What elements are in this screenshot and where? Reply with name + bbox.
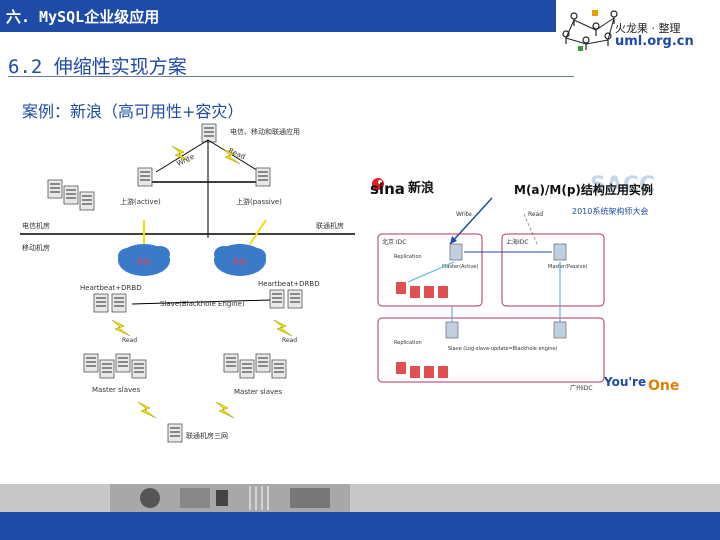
upper-active-label: 上游(active) [120, 197, 161, 206]
slide-chapter-title: 六. MySQL企业级应用 [6, 8, 160, 26]
top-app-label: 电信、移动和联通应用 [230, 127, 300, 136]
brand-label: MySQL [669, 5, 712, 21]
sacc-watermark: SACC [590, 173, 655, 198]
credit-label: 火龙果 · 整理 [615, 22, 681, 35]
lightning-icon [111, 319, 131, 337]
master-slaves-right-label: Master slaves [234, 388, 282, 396]
shanghai-idc-box [501, 233, 605, 307]
footer-bar [0, 512, 720, 540]
master-passive-icon [553, 243, 567, 261]
site-url: uml.org.cn [615, 34, 694, 49]
sina-cn-text: 新浪 [408, 180, 434, 196]
right-architecture-diagram: sina 新浪 SACC M(a)/M(p)结构应用实例 2010系统架构师大会… [368, 158, 690, 398]
sina-logo-icon [372, 178, 384, 190]
link-line [407, 261, 455, 283]
write-label: Write [456, 211, 472, 218]
logo-panel [556, 0, 720, 60]
decorative-pattern-icon [110, 484, 350, 512]
unicom-label: 联通机房 [316, 221, 344, 230]
dc-left-label: 北京 IDC [382, 238, 407, 246]
cloud-icon [214, 244, 266, 276]
server-icon [553, 321, 567, 339]
replication-top-label: Replication [394, 254, 422, 260]
read-left-label: Read [122, 337, 137, 344]
master-slaves-left-label: Master slaves [92, 386, 140, 394]
heartbeat-right-label: Heartbeat+DRBD [258, 280, 320, 288]
headline-text: M(a)/M(p)结构应用实例 [514, 182, 653, 197]
write-arrow [449, 197, 493, 245]
server-cluster-icon [269, 289, 303, 309]
upper-passive-label: 上游(passive) [236, 197, 282, 206]
database-cluster-icon [396, 282, 448, 298]
sina-logo-text: sina [370, 180, 405, 198]
master-active-label: Master(Active) [442, 264, 478, 270]
master-passive-label: Master(Passive) [548, 264, 588, 270]
lightning-icon [215, 401, 235, 419]
case-label: 案例：新浪（高可用性+容灾） [22, 102, 244, 121]
bottom-node-label: 联通机房三网 [186, 431, 228, 440]
section-divider [8, 76, 574, 77]
slave-engine-label: Slave(Blackhole Engine) [160, 300, 245, 308]
guangzhou-idc-box [377, 317, 605, 383]
replication-bottom-label: Replication [394, 340, 422, 346]
database-cluster-icon [396, 362, 448, 378]
dc-right-label: 上海IDC [506, 238, 529, 246]
link-line [207, 139, 261, 173]
arrow-head-icon [450, 236, 457, 244]
link-line [249, 219, 267, 245]
read-right-label: Read [282, 337, 297, 344]
slave-icon [445, 321, 459, 339]
cloud-icon [118, 244, 170, 276]
read-label: Read [528, 211, 543, 218]
server-cluster-icon [83, 353, 147, 379]
section-title: 6.2 伸缩性实现方案 [8, 56, 187, 78]
foot-idc-label: 广州IDC [570, 384, 593, 392]
server-cluster-icon [223, 353, 287, 379]
beijing-idc-box [377, 233, 483, 307]
people-network-logo-icon [562, 10, 618, 51]
master-active-icon [449, 243, 463, 261]
lightning-icon [273, 319, 293, 337]
read-arrow [523, 213, 539, 247]
sacc-subtitle: 2010系统架构师大会 [572, 206, 648, 216]
server-icon [137, 167, 153, 187]
decorative-image-strip [0, 484, 720, 512]
server-cluster-icon [93, 293, 127, 313]
heartbeat-left-label: Heartbeat+DRBD [80, 284, 142, 292]
server-cluster-icon [47, 179, 95, 211]
cloud-left-label: 专线 [136, 257, 150, 266]
cloud-right-label: 专线 [232, 257, 246, 266]
youre-text: You're [603, 375, 646, 389]
server-icon [255, 167, 271, 187]
slave-engine-label: Slave (Log-slave-update=Blackhole engine… [448, 346, 558, 352]
server-icon [167, 423, 183, 443]
mobile-label: 移动机房 [22, 243, 50, 252]
the-one-text: One [648, 378, 679, 394]
lightning-icon [137, 401, 157, 419]
left-architecture-diagram: 电信、移动和联通应用 Write Read 上游(active) 上游(pass… [20, 123, 355, 443]
link-line [131, 299, 271, 305]
app-server-icon [201, 123, 217, 143]
telecom-label: 电信机房 [22, 221, 50, 230]
